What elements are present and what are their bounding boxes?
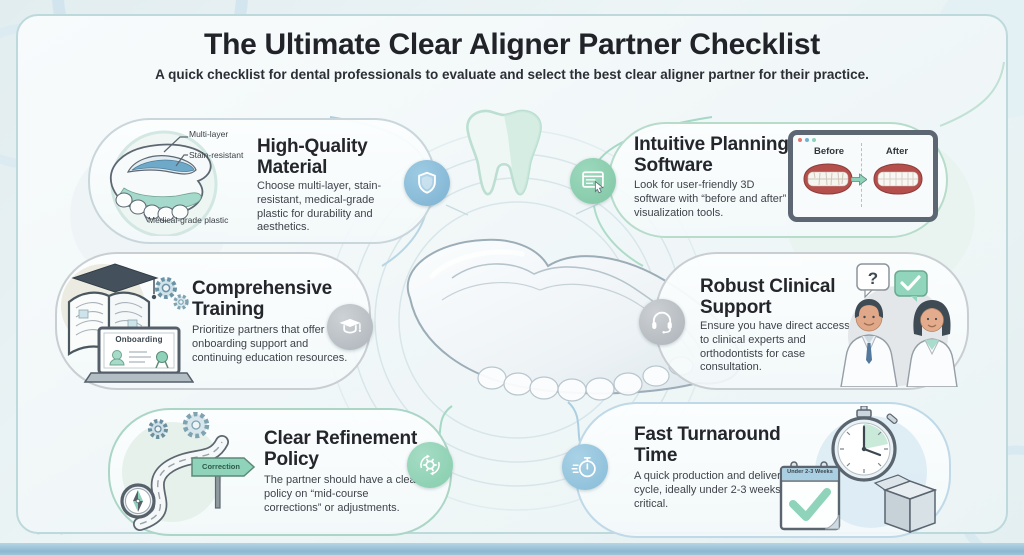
turnaround-illustration <box>779 406 938 534</box>
gears-illustration <box>155 277 189 310</box>
card-title-software: Intuitive Planning Software <box>634 134 789 176</box>
stopwatch-illustration <box>831 406 898 482</box>
stopwatch-icon <box>562 444 608 490</box>
window-dot-blue <box>805 138 809 142</box>
female-doctor-illustration <box>906 300 958 387</box>
headset-icon <box>639 299 685 345</box>
svg-text:?: ? <box>868 269 878 288</box>
arrow-right-icon <box>851 173 867 186</box>
refinement-illustration <box>120 412 256 531</box>
card-title-material: High-Quality Material <box>257 136 368 178</box>
card-title-turnaround: Fast Turnaround Time <box>634 424 781 466</box>
calendar-header-label: Under 2-3 Weeks <box>787 469 833 475</box>
doctors-illustration: ? <box>840 263 958 387</box>
package-box-illustration <box>873 474 938 534</box>
layer-label-multi-layer: Multi-layer <box>189 129 229 139</box>
before-teeth-illustration <box>803 163 853 195</box>
correction-signpost-illustration <box>191 457 256 509</box>
page-subtitle: A quick checklist for dental professiona… <box>155 67 869 82</box>
card-body-turnaround: A quick production and delivery cycle, i… <box>634 470 795 510</box>
before-after-window: Before After <box>788 130 938 222</box>
aligner-layers-illustration <box>109 130 218 236</box>
gear-refresh-icon <box>407 442 453 488</box>
window-dot-red <box>798 138 802 142</box>
correction-sign-label: Correction <box>202 462 240 471</box>
compass-icon <box>120 483 156 519</box>
calendar-check-illustration <box>779 461 841 531</box>
after-teeth-illustration <box>873 163 923 195</box>
card-title-support: Robust Clinical Support <box>700 276 836 318</box>
card-title-refinement: Clear Refinement Policy <box>264 428 418 470</box>
winding-road-illustration <box>133 435 229 531</box>
after-label: After <box>885 146 909 157</box>
window-dot-teal <box>812 138 816 142</box>
card-title-training: Comprehensive Training <box>192 278 332 320</box>
question-bubble-icon: ? <box>856 263 890 299</box>
card-robust-clinical-support: Robust Clinical Support Ensure you have … <box>655 252 969 390</box>
laptop-screen-label: Onboarding <box>115 335 163 344</box>
card-fast-turnaround-time: Fast Turnaround Time A quick production … <box>575 402 951 538</box>
page-title: The Ultimate Clear Aligner Partner Check… <box>204 28 820 61</box>
card-body-material: Choose multi-layer, stain-resistant, med… <box>257 180 382 234</box>
planning-software-icon <box>570 158 616 204</box>
graduation-cap-icon <box>327 304 373 350</box>
laptop-illustration <box>83 326 194 383</box>
bottom-bar <box>0 543 1024 555</box>
card-intuitive-planning-software: Intuitive Planning Software Look for use… <box>608 122 948 238</box>
layer-label-medical-grade: Medical-grade plastic <box>148 215 229 225</box>
before-label: Before <box>813 146 845 157</box>
card-comprehensive-training: Onboarding Comprehensive Training Priori… <box>55 252 371 390</box>
graduation-cap-illustration <box>71 263 159 300</box>
card-body-software: Look for user-friendly 3D software with … <box>634 179 787 219</box>
card-high-quality-material: Multi-layer Stain-resistant Medical-grad… <box>88 118 436 244</box>
check-bubble-icon <box>894 270 928 302</box>
card-clear-refinement-policy: Correction Clear Refinement Policy The p… <box>108 408 452 536</box>
male-doctor-illustration <box>840 299 898 387</box>
layer-label-stain-resistant: Stain-resistant <box>189 150 244 160</box>
gears-illustration <box>148 412 210 439</box>
card-body-training: Prioritize partners that offer onboardin… <box>192 324 348 364</box>
card-body-support: Ensure you have direct access to clinica… <box>700 320 850 374</box>
window-titlebar <box>793 135 933 142</box>
training-illustration <box>61 263 194 383</box>
card-body-refinement: The partner should have a clear policy o… <box>264 474 420 514</box>
shield-icon <box>404 160 450 206</box>
